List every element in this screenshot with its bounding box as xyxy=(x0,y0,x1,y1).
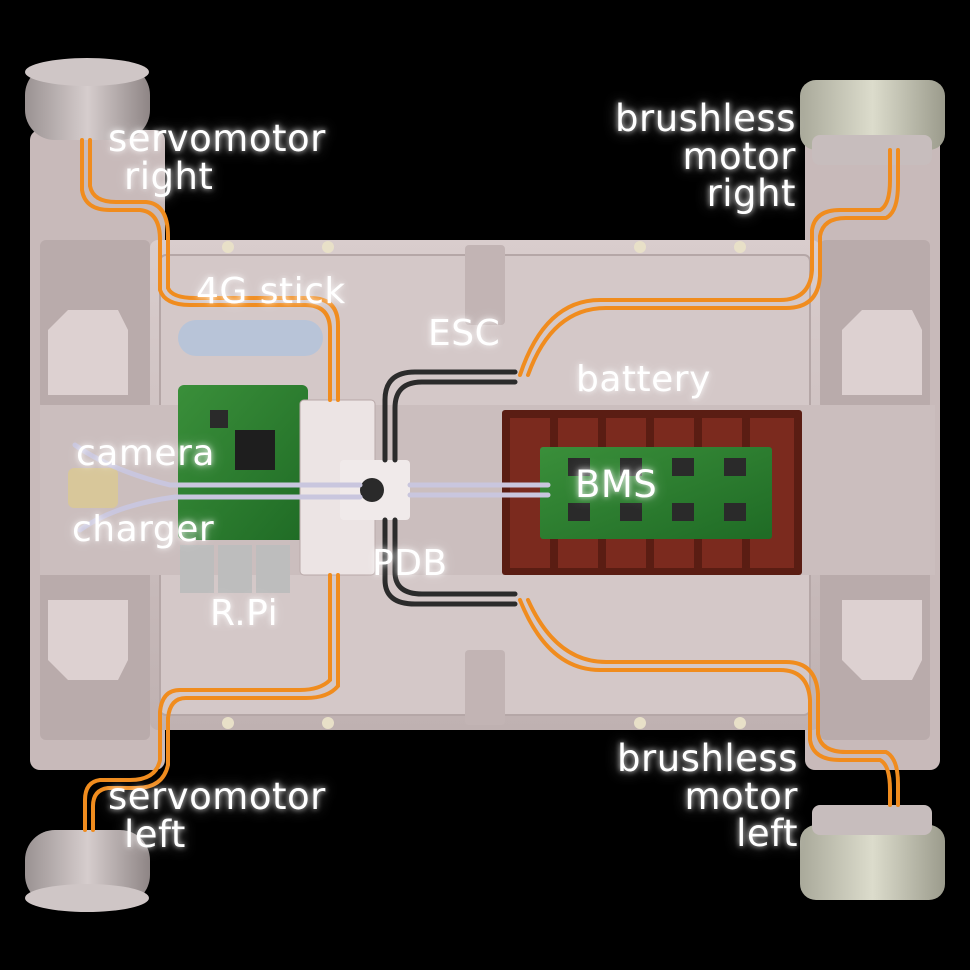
bms-board xyxy=(540,447,772,539)
raspberry-pi-board xyxy=(178,385,308,593)
pdb-board xyxy=(340,460,410,520)
label-servomotor-right-line1: servomotor xyxy=(108,117,326,160)
label-brushless-motor-left: brushless motor left xyxy=(612,740,798,853)
label-brushless-motor-right-line3: right xyxy=(706,172,796,216)
wheel-front-left xyxy=(25,58,150,140)
label-pdb: PDB xyxy=(372,543,448,584)
label-brushless-motor-left-line2: motor xyxy=(684,774,798,818)
label-4g-stick: 4G stick xyxy=(196,271,346,312)
label-brushless-motor-right-line1: brushless xyxy=(615,97,796,140)
charger-port xyxy=(68,468,118,508)
label-esc: ESC xyxy=(428,313,501,354)
label-servomotor-left: servomotor left xyxy=(108,778,326,853)
label-bms: BMS xyxy=(575,463,658,506)
label-servomotor-right: servomotor right xyxy=(108,120,326,195)
label-charger: charger xyxy=(72,509,215,550)
wheel-rear-right xyxy=(800,805,945,900)
wheel-rear-left xyxy=(25,830,150,912)
label-rpi: R.Pi xyxy=(210,593,279,634)
label-brushless-motor-left-line3: left xyxy=(736,812,798,856)
label-camera: camera xyxy=(76,433,215,474)
label-brushless-motor-right: brushless motor right xyxy=(610,100,796,213)
4g-stick-device xyxy=(178,320,323,356)
label-servomotor-left-line2: left xyxy=(124,812,186,856)
label-servomotor-right-line2: right xyxy=(124,154,214,198)
label-brushless-motor-left-line1: brushless xyxy=(617,737,798,780)
wires xyxy=(72,138,900,832)
label-servomotor-left-line1: servomotor xyxy=(108,775,326,818)
label-battery: battery xyxy=(576,359,711,400)
label-brushless-motor-right-line2: motor xyxy=(682,134,796,178)
wheel-front-right xyxy=(800,80,945,165)
